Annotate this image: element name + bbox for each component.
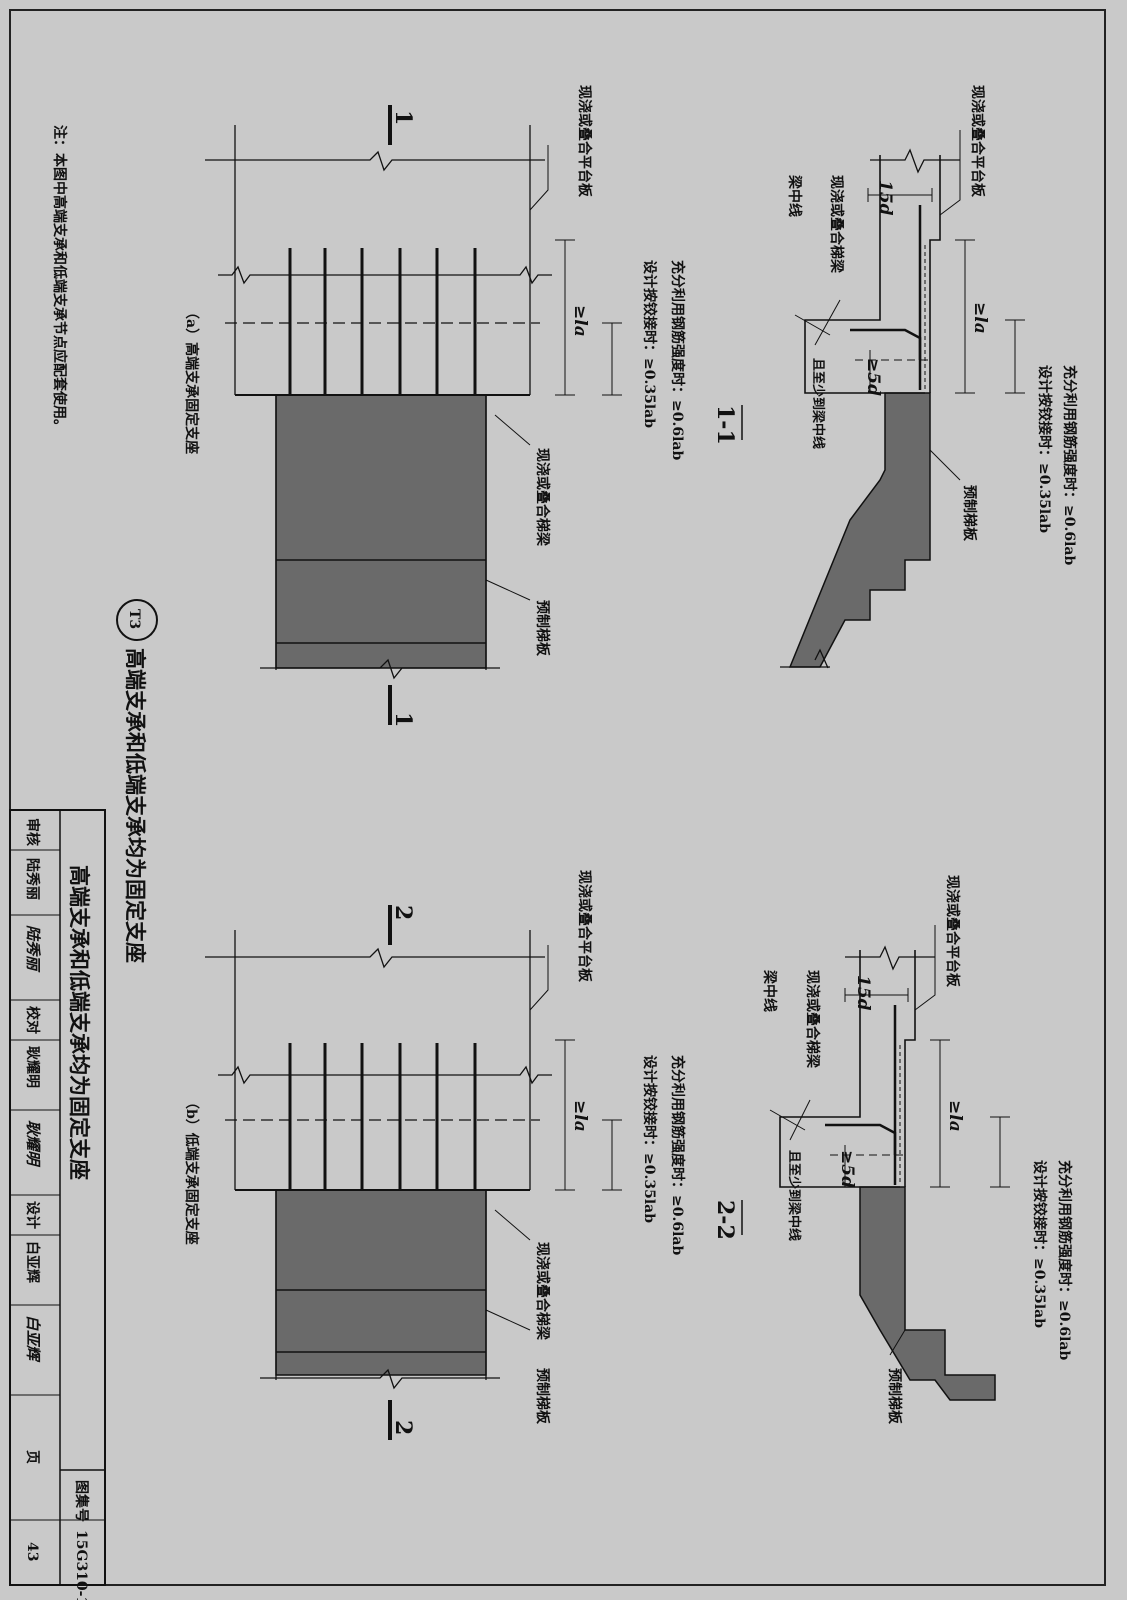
plan-b-slab-label: 现浇或叠合平台板 (576, 870, 593, 983)
plan-a-break-line-top (205, 150, 545, 172)
titleblock-title: 高端支承和低端支承均为固定支座 (67, 865, 92, 1180)
plan-a-strength2: 设计按铰接时：≥0.35lab (641, 260, 658, 428)
main-title: T3 高端支承和低端支承均为固定支座 (116, 599, 158, 963)
titleblock-atlas-no: 15G310-1 (73, 1530, 89, 1600)
section-2-strength1: 充分利用钢筋强度时：≥0.6lab (1056, 1160, 1073, 1360)
section-1-reach-label: 且至少到梁中线 (810, 358, 826, 449)
titleblock-name-2: 白亚辉 (24, 1241, 41, 1283)
section-2-hook-bar (825, 1123, 897, 1155)
section-1-stair-fill (788, 392, 931, 668)
plan-a-break-line-bottom (260, 658, 500, 680)
plan-view-b: 2 2 现浇或叠合平台板 ≥la 充分利用钢筋强度时：≥0.6lab 设计按铰接… (183, 870, 686, 1440)
plan-a-caption: （a）高端支承固定支座 (183, 305, 200, 454)
section-2-anchor-label: ≥la (945, 1100, 965, 1132)
section-2-15d: 15d (853, 975, 873, 1011)
section-1-strength2: 设计按铰接时：≥0.35lab (1036, 365, 1053, 533)
plan-b-caption: （b）低端支承固定支座 (183, 1095, 200, 1245)
note-text: 注：本图中高端支承和低端支承节点应配套使用。 (51, 125, 68, 433)
title-block: 高端支承和低端支承均为固定支座 图集号 15G310-1 审核 陆秀丽 陆秀丽 … (9, 809, 106, 1600)
plan-b-cut-top: 2 (390, 905, 416, 920)
section-1-anchor-label: ≥la (970, 302, 990, 334)
plan-a-stair-label: 预制梯板 (534, 600, 551, 657)
section-2-2: 2-2 现浇或叠合平台板 15d 现浇或叠合梯梁 梁中线 ≥la ≥5d 且至少… (712, 875, 1073, 1425)
plan-b-anchor-label: ≥la (570, 1100, 590, 1132)
plan-view-a: 1 1 现浇或叠合平台板 ≥la 充分利用钢筋强度时：≥0.6lab 设计按铰接… (183, 85, 686, 727)
section-2-beam-outline (779, 950, 900, 1188)
plan-a-beam-label: 现浇或叠合梯梁 (534, 448, 551, 547)
titleblock-sign-1: 耿耀明 (24, 1120, 42, 1168)
titleblock-sign-2: 白亚辉 (24, 1315, 42, 1363)
section-1-stair-label: 预制梯板 (961, 485, 978, 542)
titleblock-page-label: 页 (24, 1450, 40, 1464)
title-text: 高端支承和低端支承均为固定支座 (123, 648, 148, 963)
plan-a-strength1: 充分利用钢筋强度时：≥0.6lab (669, 260, 686, 460)
section-1-15d: 15d (875, 180, 895, 216)
section-2-strength2: 设计按铰接时：≥0.35lab (1031, 1160, 1048, 1328)
section-2-centerline-label: 梁中线 (761, 969, 778, 1012)
section-2-id: 2-2 (712, 1200, 738, 1240)
sheet-border (9, 9, 1106, 1586)
titleblock-role-1: 校对 (24, 1006, 41, 1034)
plan-b-rebars (288, 1043, 477, 1190)
section-2-slab-label: 现浇或叠合平台板 (944, 875, 961, 988)
plan-b-beam-label: 现浇或叠合梯梁 (534, 1242, 551, 1341)
titleblock-atlas-label: 图集号 (73, 1480, 90, 1522)
section-1-beam-label: 现浇或叠合梯梁 (828, 175, 845, 274)
section-1-id: 1-1 (712, 405, 738, 445)
plan-b-strength1: 充分利用钢筋强度时：≥0.6lab (669, 1055, 686, 1255)
title-symbol-circle (116, 599, 158, 641)
plan-a-stair-fill (275, 394, 487, 669)
plan-b-break-line-bottom (260, 1368, 500, 1390)
titleblock-role-2: 设计 (24, 1201, 41, 1229)
titleblock-name-0: 陆秀丽 (24, 858, 41, 900)
plan-a-cut-bottom: 1 (390, 712, 416, 727)
titleblock-row: 审核 陆秀丽 陆秀丽 校对 耿耀明 耿耀明 设计 白亚辉 白亚辉 页 43 (10, 818, 60, 1561)
plan-a-cut-top: 1 (390, 110, 416, 125)
section-1-5d-label: ≥5d (863, 358, 883, 396)
section-1-beam-outline (804, 155, 925, 394)
titleblock-page-no: 43 (24, 1542, 40, 1561)
section-2-5d-label: ≥5d (837, 1150, 857, 1188)
plan-a-anchor-label: ≥la (570, 305, 590, 337)
titleblock-sign-0: 陆秀丽 (24, 925, 42, 973)
section-2-beam-label: 现浇或叠合梯梁 (804, 970, 821, 1069)
plan-b-break-line-top (205, 947, 545, 969)
section-1-centerline-label: 梁中线 (786, 174, 803, 217)
section-1-strength1: 充分利用钢筋强度时：≥0.6lab (1061, 365, 1078, 565)
section-2-reach-label: 且至少到梁中线 (786, 1150, 802, 1241)
section-1-slab-label: 现浇或叠合平台板 (969, 85, 986, 198)
plan-b-stair-label: 预制梯板 (534, 1368, 551, 1425)
section-1-hook-bar (850, 328, 922, 360)
plan-b-break-line-mid (218, 1065, 552, 1085)
section-1-1: 1-1 现浇或叠合平台板 15d 现浇或叠合梯梁 梁中线 ≥la ≥5d 且至少… (712, 85, 1078, 669)
title-symbol: T3 (126, 609, 142, 629)
titleblock-role-0: 审核 (24, 818, 41, 846)
section-2-stair-label: 预制梯板 (886, 1368, 903, 1425)
plan-a-slab-label: 现浇或叠合平台板 (576, 85, 593, 198)
plan-a-break-line-mid (218, 265, 552, 285)
titleblock-name-1: 耿耀明 (24, 1046, 40, 1088)
plan-b-strength2: 设计按铰接时：≥0.35lab (641, 1055, 658, 1223)
plan-b-cut-bottom: 2 (390, 1420, 416, 1435)
plan-a-rebars (288, 248, 477, 395)
title-block-frame (9, 809, 106, 1586)
plan-b-stair-fill (275, 1189, 487, 1376)
